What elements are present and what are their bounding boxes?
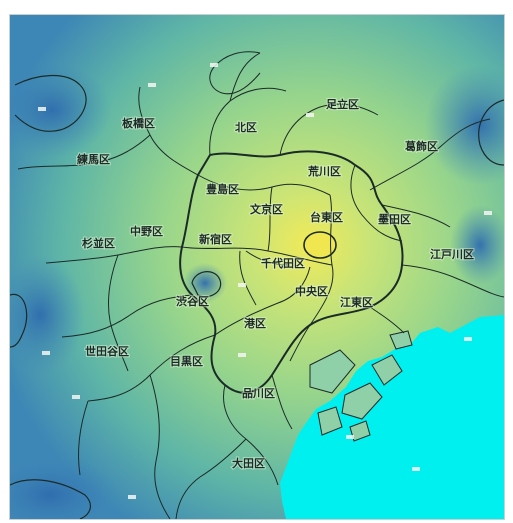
hotspot xyxy=(303,231,337,259)
label-shibuya: 渋谷区 xyxy=(176,294,209,308)
label-sumida: 墨田区 xyxy=(378,213,411,226)
label-koto: 江東区 xyxy=(340,295,373,309)
heat-map: 足立区 板橋区 北区 練馬区 葛飾区 荒川区 豊島区 文京区 台東区 墨田区 中… xyxy=(9,14,505,520)
reclaimed-islands xyxy=(309,330,413,442)
label-katsushika: 葛飾区 xyxy=(404,139,438,153)
label-bunkyo: 文京区 xyxy=(250,202,283,216)
label-chiyoda: 千代田区 xyxy=(261,256,305,270)
map-canvas: 足立区 板橋区 北区 練馬区 葛飾区 荒川区 豊島区 文京区 台東区 墨田区 中… xyxy=(10,15,504,519)
label-chuo: 中央区 xyxy=(295,284,328,298)
sea-area xyxy=(280,315,504,519)
label-shinagawa: 品川区 xyxy=(242,387,275,400)
label-toshima: 豊島区 xyxy=(206,182,239,196)
label-itabashi: 板橋区 xyxy=(122,116,155,130)
label-minato: 港区 xyxy=(244,316,266,330)
label-kita: 北区 xyxy=(235,120,257,134)
label-taito: 台東区 xyxy=(310,210,343,224)
label-edogawa: 江戸川区 xyxy=(430,247,474,261)
label-arakawa: 荒川区 xyxy=(307,164,341,178)
label-ota: 大田区 xyxy=(232,456,265,470)
label-nerima: 練馬区 xyxy=(77,152,110,166)
station-markers xyxy=(38,63,492,499)
label-nakano: 中野区 xyxy=(130,224,163,238)
label-setagaya: 世田谷区 xyxy=(85,344,129,358)
label-meguro: 目黒区 xyxy=(170,355,203,368)
label-suginami: 杉並区 xyxy=(82,236,115,250)
ward-boundaries xyxy=(17,51,504,519)
contour-lines xyxy=(10,74,504,519)
label-shinjuku: 新宿区 xyxy=(199,232,232,246)
label-adachi: 足立区 xyxy=(326,97,359,111)
ward-labels: 足立区 板橋区 北区 練馬区 葛飾区 荒川区 豊島区 文京区 台東区 墨田区 中… xyxy=(76,96,475,471)
